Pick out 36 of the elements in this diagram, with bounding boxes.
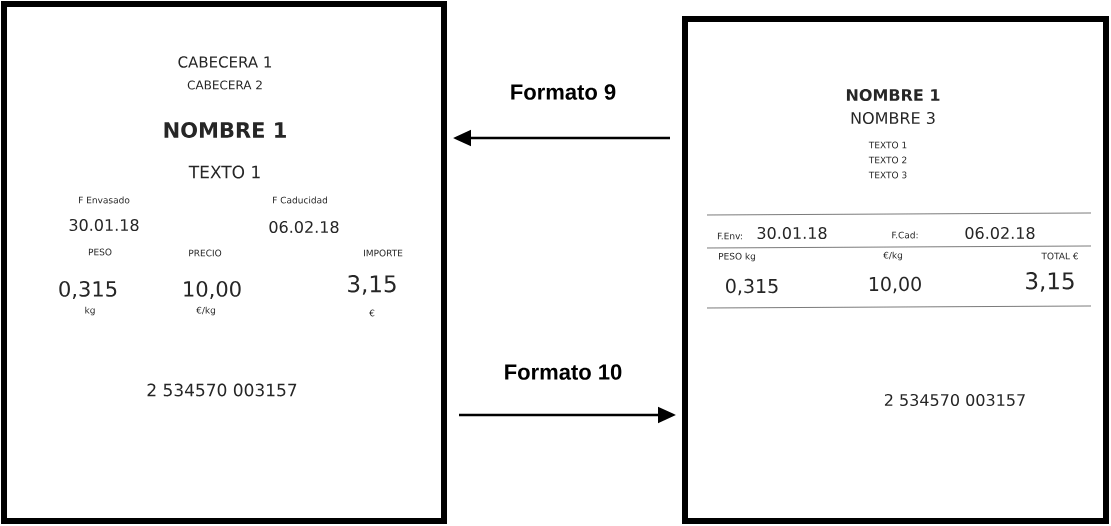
printed-text: PESO kg <box>719 252 756 262</box>
printed-text: kg <box>85 306 95 316</box>
printed-text: 2 534570 003157 <box>147 383 297 397</box>
printed-text: 30.01.18 <box>69 218 139 232</box>
printed-text: 10,00 <box>869 276 921 294</box>
printed-text: PRECIO <box>189 249 222 257</box>
printed-text: F Envasado <box>79 196 130 204</box>
printed-text: 06.02.18 <box>269 220 339 234</box>
printed-text: TEXTO 1 <box>868 141 907 149</box>
printed-text: 30.01.18 <box>757 226 827 240</box>
printed-text: NOMBRE 3 <box>851 111 935 125</box>
printed-text: NOMBRE 1 <box>164 122 286 138</box>
printed-text: €/kg <box>883 251 902 261</box>
printed-text: 10,00 <box>184 281 241 299</box>
printed-text: IMPORTE <box>364 249 403 257</box>
printed-text: CABECERA 2 <box>187 80 262 90</box>
edge-label: Formato 10 <box>502 363 624 381</box>
printed-text: TEXTO 2 <box>868 156 907 164</box>
printed-text: F.Env: <box>717 232 742 240</box>
printed-text: F.Cad: <box>892 231 918 239</box>
printed-text: 2 534570 003157 <box>884 393 1025 407</box>
printed-text: € <box>369 309 375 317</box>
printed-text: F Caducidad <box>273 196 327 204</box>
printed-text: CABECERA 1 <box>178 56 272 68</box>
printed-text: TEXTO 3 <box>868 171 907 179</box>
printed-text: NOMBRE 1 <box>846 88 940 102</box>
printed-text: 3,15 <box>348 275 396 295</box>
printed-text: 06.02.18 <box>965 226 1035 240</box>
printed-text: 3,15 <box>1026 272 1074 292</box>
printed-text: TEXTO 1 <box>188 165 260 179</box>
printed-text: 0,315 <box>59 281 117 299</box>
printed-text: TOTAL € <box>1041 252 1078 260</box>
printed-text: 0,315 <box>726 278 778 296</box>
printed-text: €/kg <box>196 306 216 316</box>
printed-text: PESO <box>88 248 112 256</box>
edge-label: Formato 9 <box>508 83 618 101</box>
